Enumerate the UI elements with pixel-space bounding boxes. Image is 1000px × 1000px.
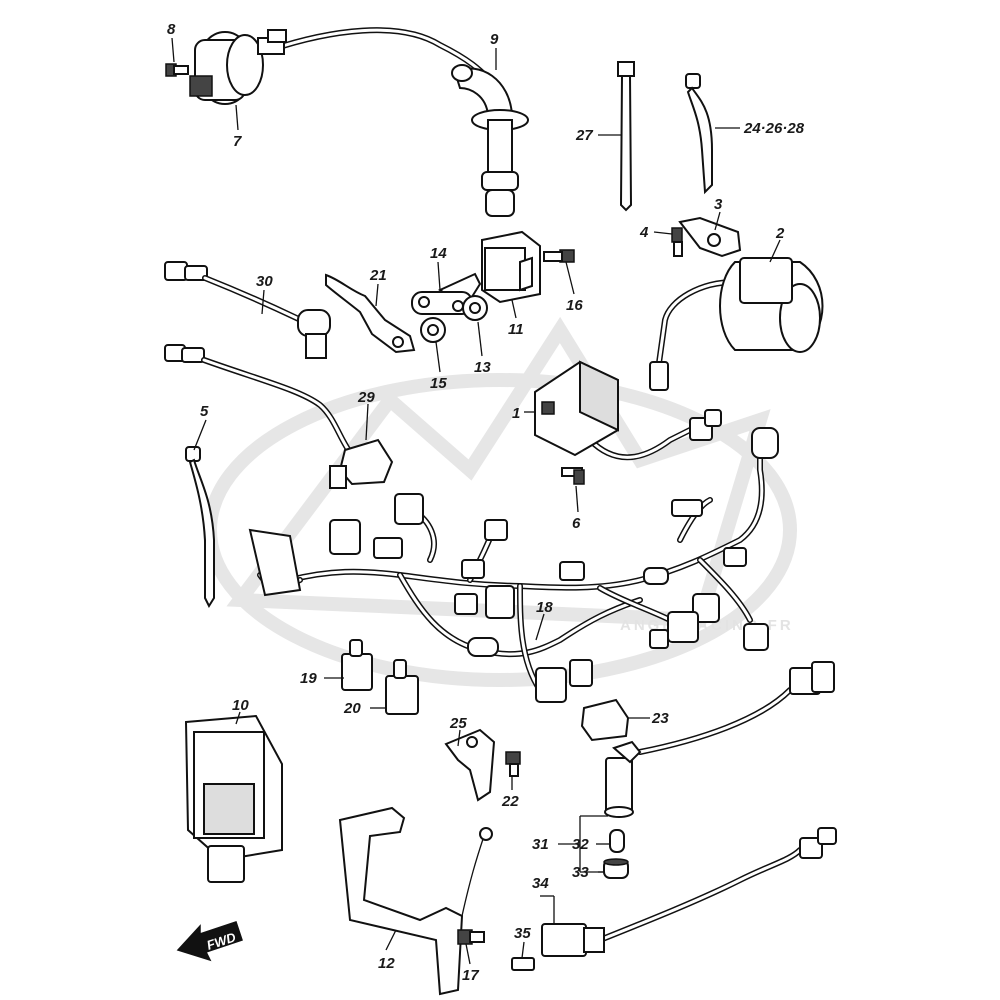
label-20: 20 [343, 700, 361, 717]
part-20-connector [385, 659, 419, 715]
part-13-grommet [462, 295, 488, 321]
label-2: 2 [775, 225, 785, 242]
part-18-main-harness [248, 427, 779, 703]
label-25: 25 [449, 715, 467, 732]
leader-lines [171, 37, 781, 965]
part-22-bolt [505, 751, 521, 777]
callout-labels: 8 7 9 27 24·26·28 3 2 4 30 21 14 13 15 1… [167, 21, 805, 984]
label-10: 10 [232, 697, 249, 714]
label-9: 9 [490, 31, 499, 48]
label-7: 7 [233, 133, 242, 150]
part-15-grommet [420, 317, 446, 343]
label-12: 12 [378, 955, 395, 972]
label-13: 13 [474, 359, 491, 376]
part-19-connector [341, 639, 373, 691]
part-32-insert [609, 829, 625, 853]
label-1: 1 [512, 405, 520, 422]
label-30: 30 [256, 273, 273, 290]
label-31: 31 [532, 836, 549, 853]
part-1-regulator [534, 360, 722, 461]
part-29-sensor [164, 344, 394, 489]
label-27: 27 [575, 127, 593, 144]
label-24-26-28: 24·26·28 [743, 120, 805, 137]
label-23: 23 [651, 710, 669, 727]
part-35-fuse [511, 957, 535, 971]
fwd-arrow: FWD [176, 921, 243, 962]
label-8: 8 [167, 21, 176, 38]
label-19: 19 [300, 670, 317, 687]
label-33: 33 [572, 864, 589, 881]
part-31-cable [604, 661, 835, 818]
part-11-relay [481, 230, 541, 304]
label-15: 15 [430, 375, 447, 392]
label-5: 5 [200, 403, 209, 420]
part-27-cable-tie [617, 61, 635, 212]
label-6: 6 [572, 515, 581, 532]
label-14: 14 [430, 245, 447, 262]
part-33-grommet [603, 858, 629, 879]
part-24-cable-tie [685, 73, 713, 195]
part-30-sensor [164, 261, 331, 359]
part-7-ignition-coil [189, 27, 493, 105]
part-10-ecu [184, 714, 283, 883]
label-3: 3 [714, 196, 723, 213]
part-21-plate [325, 273, 416, 354]
label-32: 32 [572, 836, 589, 853]
label-18: 18 [536, 599, 553, 616]
part-23-block [580, 698, 630, 742]
label-35: 35 [514, 925, 531, 942]
part-3-bracket [678, 216, 742, 258]
label-4: 4 [639, 224, 649, 241]
part-25-bracket [444, 728, 496, 802]
part-8-bolt [165, 63, 189, 77]
label-21: 21 [369, 267, 387, 284]
part-34-sub-harness [541, 827, 837, 957]
part-9-plug-cap [451, 64, 529, 217]
label-17: 17 [462, 967, 479, 984]
label-34: 34 [532, 875, 549, 892]
label-11: 11 [508, 321, 524, 338]
part-5-cable-tie [185, 446, 215, 609]
part-4-bolt [671, 227, 683, 257]
part-6-bolt [561, 467, 585, 485]
label-22: 22 [501, 793, 519, 810]
part-12-bracket [338, 806, 493, 996]
label-29: 29 [357, 389, 375, 406]
part-2-unit [649, 257, 824, 391]
part-17-bolt [457, 929, 485, 945]
label-16: 16 [566, 297, 583, 314]
part-16-bolt [543, 249, 575, 263]
